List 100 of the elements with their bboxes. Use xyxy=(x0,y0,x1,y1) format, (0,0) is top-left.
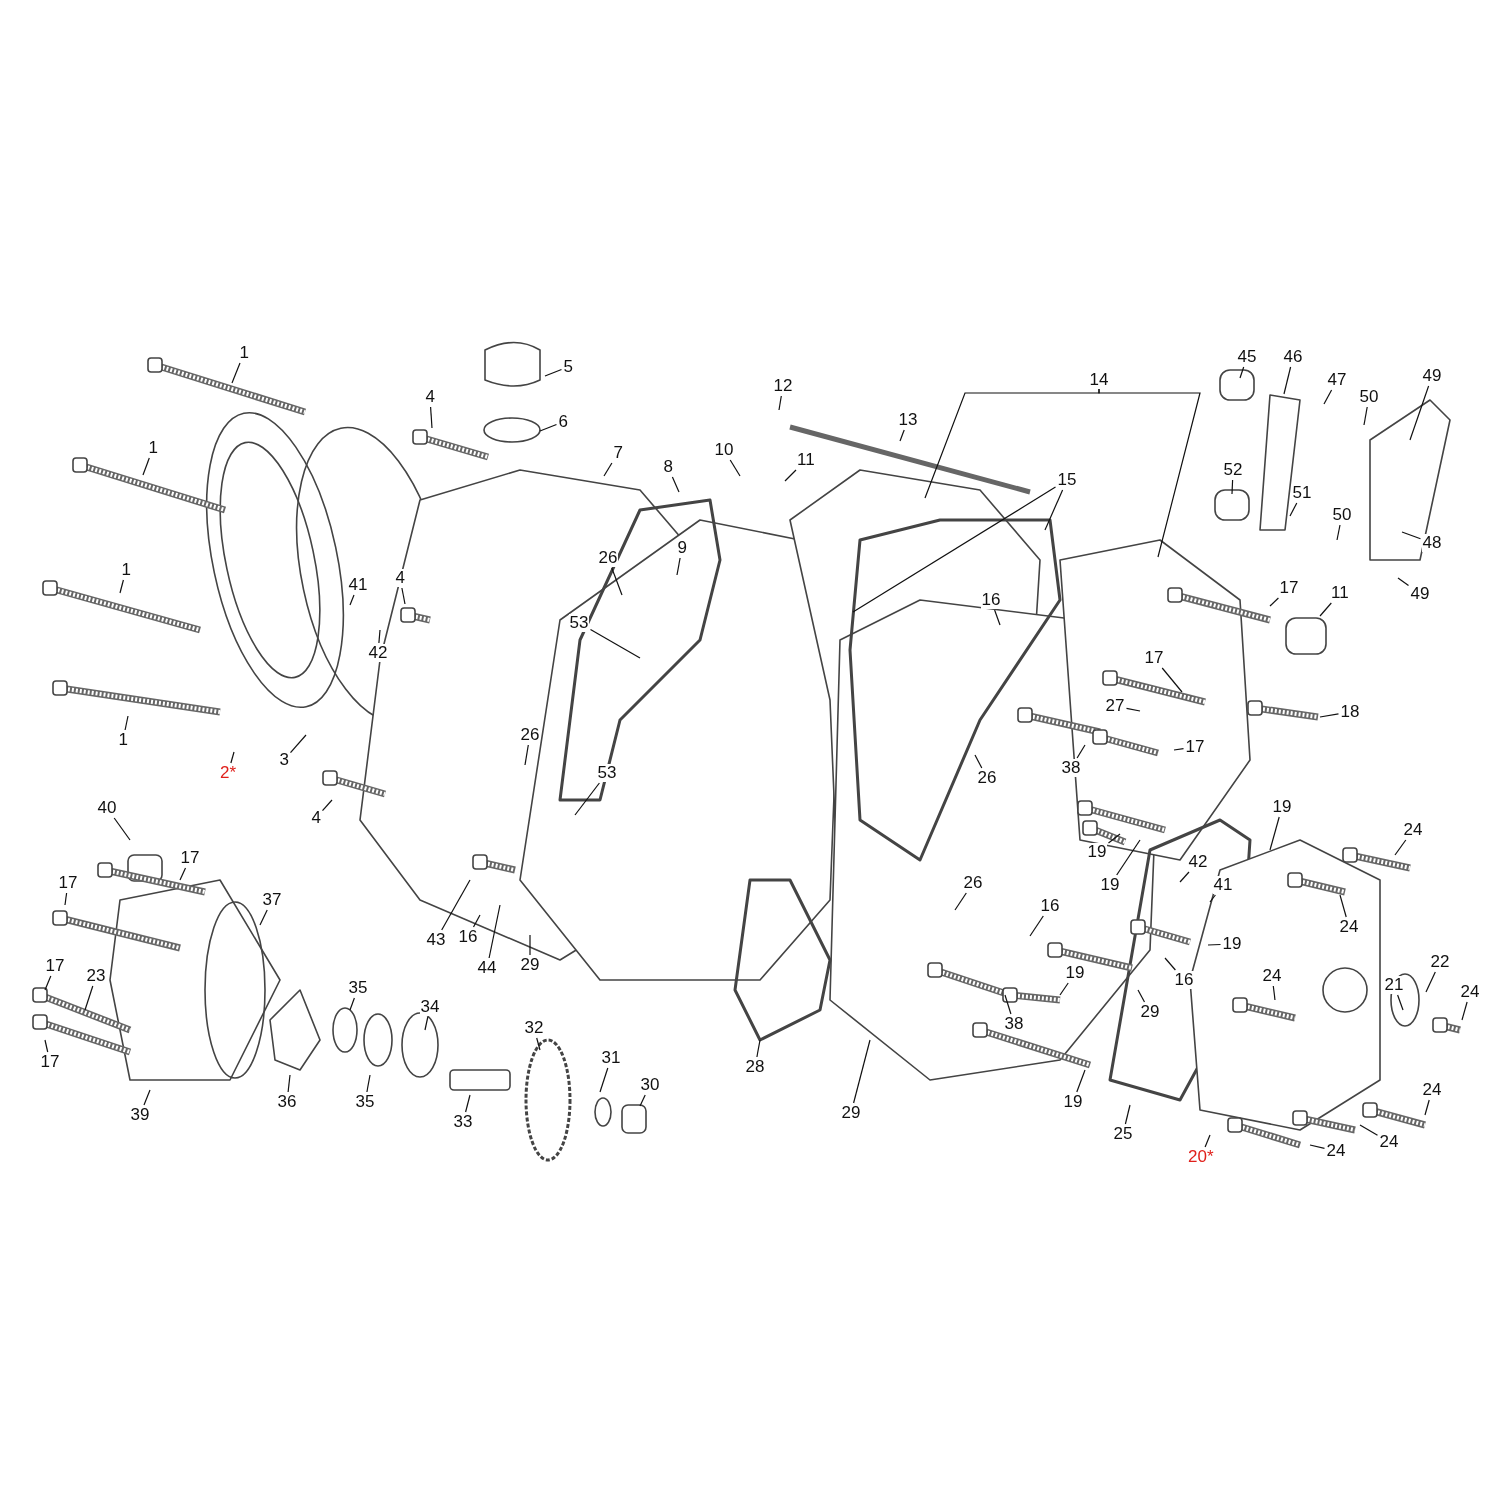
leader-line xyxy=(1336,524,1341,541)
leader-line xyxy=(589,629,641,659)
callout-number: 38 xyxy=(1060,759,1082,777)
leader-line xyxy=(1461,1001,1468,1021)
leader-line xyxy=(671,476,680,493)
leader-line xyxy=(1319,602,1332,617)
leader-line xyxy=(1397,994,1404,1011)
callout-number: 42 xyxy=(367,644,389,662)
leader-line xyxy=(1179,871,1190,883)
leader-line xyxy=(488,904,501,959)
leader-line xyxy=(729,459,741,477)
leader-line xyxy=(1004,994,1012,1015)
leader-line xyxy=(349,594,355,606)
leader-line xyxy=(954,892,967,911)
leader-line xyxy=(1323,389,1333,405)
leader-line xyxy=(778,395,782,411)
leader-line xyxy=(994,609,1001,626)
leader-line xyxy=(544,368,563,377)
leader-line xyxy=(1204,1134,1211,1148)
leader-line xyxy=(84,985,94,1011)
leader-line xyxy=(1137,989,1146,1003)
leader-line xyxy=(441,879,471,931)
callout-number: 53 xyxy=(568,614,590,632)
leader-line xyxy=(676,557,681,576)
callout-number: 4 xyxy=(394,569,406,587)
leader-line xyxy=(1401,531,1422,540)
leader-line xyxy=(1098,388,1201,558)
leader-line xyxy=(113,817,131,841)
leader-line xyxy=(430,406,433,429)
leader-line xyxy=(1125,707,1141,712)
leader-line xyxy=(230,751,235,764)
leader-line xyxy=(401,587,406,605)
callout-number: 26 xyxy=(597,549,619,567)
leader-line xyxy=(289,734,307,754)
leader-line xyxy=(349,997,355,1011)
leader-line xyxy=(1269,597,1279,607)
leader-line xyxy=(1116,839,1141,876)
leader-line xyxy=(1359,1124,1379,1136)
leader-line xyxy=(1161,667,1183,693)
leader-line xyxy=(536,1037,541,1051)
callout-number: 48 xyxy=(1421,534,1443,552)
leader-line xyxy=(1076,1069,1086,1093)
leader-line xyxy=(472,914,481,928)
leader-line xyxy=(378,629,381,644)
callout-number: 16 xyxy=(1173,971,1195,989)
leader-line xyxy=(603,462,613,477)
callout-number: 16 xyxy=(980,591,1002,609)
leader-line xyxy=(599,1067,609,1093)
callout-number: 41 xyxy=(1212,876,1234,894)
leader-line xyxy=(1044,489,1064,531)
callout-number: 34 xyxy=(419,998,441,1016)
callout-number: 53 xyxy=(596,764,618,782)
leader-line xyxy=(1319,713,1340,718)
leader-line xyxy=(124,715,129,731)
leader-line xyxy=(853,1039,871,1104)
leader-line xyxy=(142,457,150,476)
leader-line xyxy=(1272,985,1276,1001)
leader-line xyxy=(1424,1099,1430,1116)
leader-line xyxy=(1209,894,1216,903)
leader-line xyxy=(1207,943,1222,946)
leader-line xyxy=(119,579,124,594)
leader-line xyxy=(231,362,241,384)
leader-line xyxy=(424,1016,429,1031)
leader-line xyxy=(1363,406,1368,426)
leader-line xyxy=(1394,839,1407,856)
leader-line xyxy=(1124,1104,1131,1125)
leader-line xyxy=(1309,1144,1326,1149)
leader-line xyxy=(1173,748,1185,751)
leader-line xyxy=(539,423,558,432)
leader-line xyxy=(574,782,600,816)
leader-line xyxy=(287,1074,291,1093)
callout-number: 21 xyxy=(1383,976,1405,994)
leader-line xyxy=(1239,366,1245,379)
leader-line xyxy=(1164,957,1176,971)
leader-line xyxy=(1397,577,1410,587)
leader-line xyxy=(366,1074,371,1093)
leader-line xyxy=(1231,479,1234,495)
leader-line xyxy=(1409,385,1430,441)
leader-line xyxy=(64,892,68,906)
leader-line xyxy=(899,429,905,442)
leader-line xyxy=(639,1094,646,1107)
leader-line xyxy=(44,1039,49,1053)
leader-line xyxy=(143,1089,151,1106)
leader-line xyxy=(1339,894,1347,918)
leader-line xyxy=(1029,915,1044,937)
leader-line xyxy=(784,469,797,482)
leader-line xyxy=(465,1094,471,1113)
leader-line xyxy=(44,975,52,991)
leader-line xyxy=(756,1039,761,1058)
leader-line xyxy=(259,909,268,926)
leader-line xyxy=(1425,971,1436,993)
leader-line xyxy=(321,799,333,812)
leader-line xyxy=(611,567,623,596)
leader-line xyxy=(852,486,1057,613)
leader-line xyxy=(524,744,529,766)
leader-line xyxy=(1283,366,1292,395)
leader-line xyxy=(974,754,983,769)
leader-line xyxy=(529,934,531,956)
leader-line xyxy=(1107,833,1121,844)
leader-line xyxy=(179,867,187,881)
